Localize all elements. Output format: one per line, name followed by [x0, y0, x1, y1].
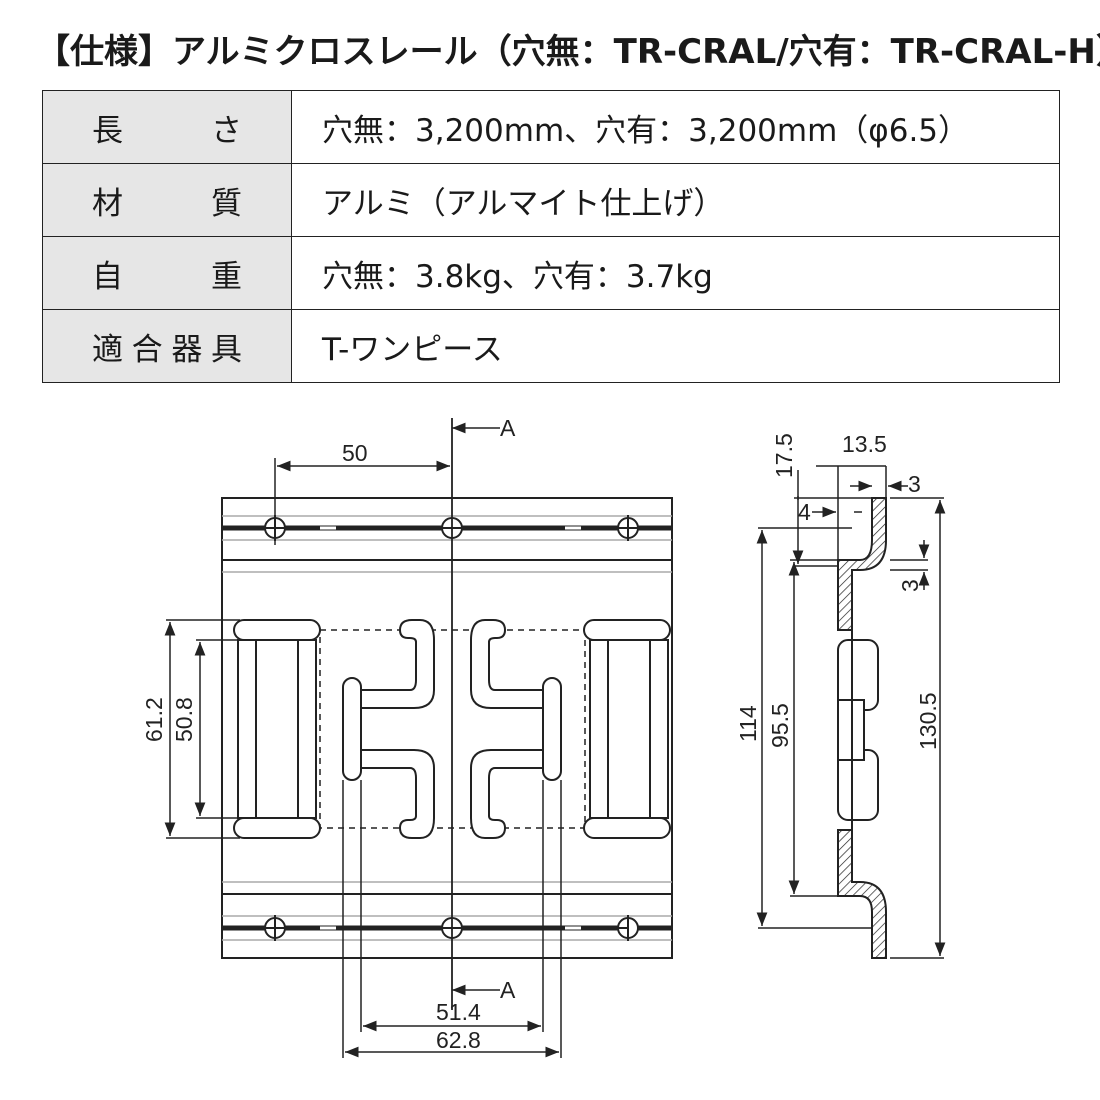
center-hooks	[342, 619, 562, 839]
spec-label: 適合器具	[42, 309, 292, 383]
technical-drawing: A A 50 61.2 50.8 51.4 62.8	[141, 415, 946, 1058]
spec-label: 自 重	[42, 236, 292, 310]
dim-side-2: 13.5	[842, 431, 887, 457]
dim-width-outer: 62.8	[436, 1027, 481, 1053]
page-title: 【仕様】アルミクロスレール（穴無：TR-CRAL/穴有：TR-CRAL-H）	[36, 32, 1100, 72]
spec-value: アルミ（アルマイト仕上げ）	[291, 163, 1060, 237]
dim-side-h1: 114	[735, 705, 761, 742]
section-profile-lower	[837, 829, 887, 959]
spec-label: 長 さ	[42, 90, 292, 164]
dim-height-outer: 61.2	[141, 697, 167, 742]
side-view	[837, 497, 887, 959]
dim-side-h3: 130.5	[915, 692, 941, 750]
front-dimensions	[164, 458, 562, 1058]
spec-value: 穴無：3.8kg、穴有：3.7kg	[291, 236, 1060, 310]
front-view	[221, 418, 673, 1010]
right-cutout	[583, 619, 671, 839]
dim-side-h2: 95.5	[767, 703, 793, 748]
dim-side-4: 4	[798, 499, 811, 525]
section-mark-top: A	[500, 415, 516, 441]
dim-width-inner: 51.4	[436, 999, 481, 1025]
dim-height-inner: 50.8	[171, 697, 197, 742]
spec-table: 長 さ 穴無：3,200mm、穴有：3,200mm（φ6.5） 材 質 アルミ（…	[42, 90, 1060, 383]
spec-value: T-ワンピース	[291, 309, 1060, 383]
spec-row: 自 重 穴無：3.8kg、穴有：3.7kg	[42, 236, 1060, 310]
spec-label: 材 質	[42, 163, 292, 237]
spec-value: 穴無：3,200mm、穴有：3,200mm（φ6.5）	[291, 90, 1060, 164]
spec-row: 適合器具 T-ワンピース	[42, 309, 1060, 383]
side-dimensions	[756, 465, 946, 959]
section-profile	[837, 497, 887, 631]
dim-side-1: 17.5	[771, 433, 797, 478]
left-cutout	[233, 619, 321, 839]
dim-side-3: 3	[908, 471, 921, 497]
dim-side-5: 3	[897, 579, 923, 592]
spec-row: 材 質 アルミ（アルマイト仕上げ）	[42, 163, 1060, 237]
dim-top-offset: 50	[342, 440, 368, 466]
section-mark-bottom: A	[500, 977, 516, 1003]
spec-row: 長 さ 穴無：3,200mm、穴有：3,200mm（φ6.5）	[42, 90, 1060, 164]
